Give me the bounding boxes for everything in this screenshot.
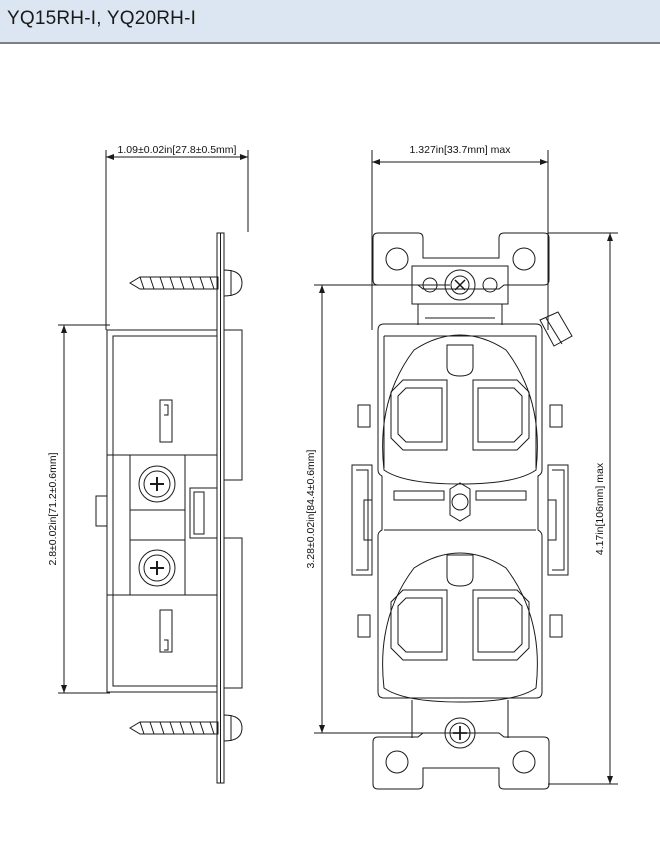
bottom-mounting-ear — [372, 700, 550, 790]
side-terminal-screw-lower — [138, 549, 176, 587]
overall-height-dimension — [548, 232, 618, 785]
side-bottom-screw — [129, 714, 243, 742]
lower-receptacle — [357, 552, 563, 703]
front-width-dimension — [371, 150, 549, 330]
side-height-label: 2.8±0.02in[71.2±0.6mm] — [47, 452, 59, 565]
center-plate — [384, 482, 536, 531]
side-face-upper — [224, 329, 243, 481]
side-body — [95, 329, 218, 693]
side-terminal-screw-upper — [138, 465, 176, 503]
side-depth-label: 1.09±0.02in[27.8±0.5mm] — [118, 144, 237, 156]
side-top-screw — [129, 269, 243, 297]
side-face-lower — [224, 537, 243, 689]
side-view: 1.09±0.02in[27.8±0.5mm] 2.8±0.02in[71.2±… — [47, 144, 249, 784]
upper-receptacle — [357, 334, 563, 485]
front-view: 1.327in[33.7mm] max 3.28±0.02in[84.4±0.6… — [305, 144, 618, 790]
front-width-label: 1.327in[33.7mm] max — [410, 144, 512, 156]
side-depth-dimension — [105, 150, 249, 330]
side-terminals — [351, 464, 569, 576]
page-title: YQ15RH-I, YQ20RH-I — [7, 8, 197, 29]
side-height-dimension — [58, 324, 110, 694]
top-ground-screw — [411, 265, 509, 325]
top-mounting-ear — [372, 232, 550, 290]
mount-spacing-label: 3.28±0.02in[84.4±0.6mm] — [305, 449, 317, 568]
title-bar: YQ15RH-I, YQ20RH-I — [0, 0, 660, 44]
ground-clip — [539, 311, 573, 347]
overall-height-label: 4.17in[106mm] max — [594, 462, 606, 555]
